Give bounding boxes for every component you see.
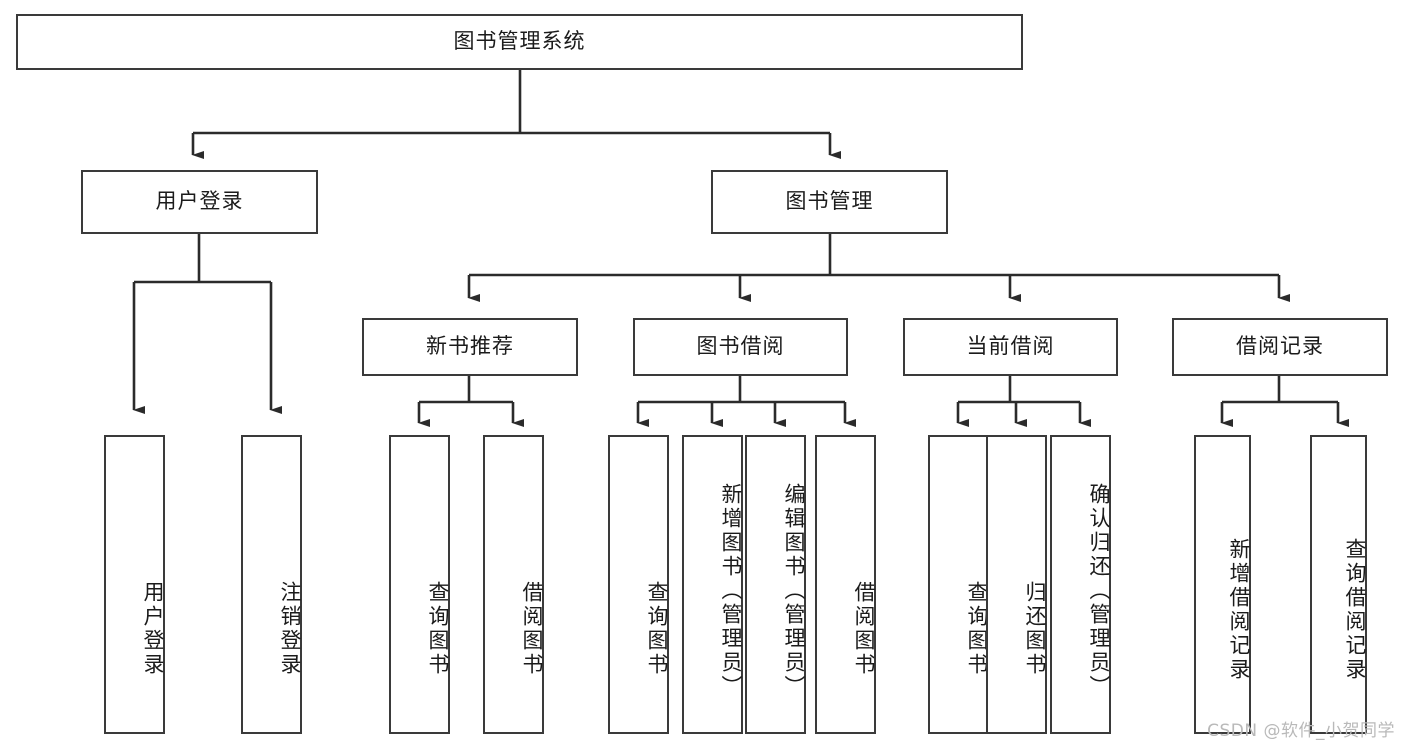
node-label: 用户登录 xyxy=(141,580,165,677)
node-label: 当前借阅 xyxy=(966,334,1055,359)
leaf-record-add-borrow-record[interactable]: 新增借阅记录 xyxy=(1194,435,1251,734)
node-label: 图书管理 xyxy=(785,189,874,214)
node-label: 查询图书 xyxy=(426,580,450,677)
node-current-borrow[interactable]: 当前借阅 xyxy=(903,318,1118,376)
leaf-borrow-edit-book-admin[interactable]: 编辑图书（管理员） xyxy=(745,435,806,734)
node-label: 借阅记录 xyxy=(1236,334,1324,359)
node-label: 注销登录 xyxy=(278,580,302,677)
node-label: 用户登录 xyxy=(155,189,244,214)
leaf-borrow-add-book-admin[interactable]: 新增图书（管理员） xyxy=(682,435,743,734)
node-book-management[interactable]: 图书管理 xyxy=(711,170,948,234)
node-label: 借阅图书 xyxy=(852,580,876,677)
node-label: 确认归还（管理员） xyxy=(1087,482,1111,699)
leaf-borrow-borrow-book[interactable]: 借阅图书 xyxy=(815,435,876,734)
leaf-recommend-borrow-book[interactable]: 借阅图书 xyxy=(483,435,544,734)
node-label: 查询图书 xyxy=(965,580,989,677)
node-book-borrow[interactable]: 图书借阅 xyxy=(633,318,848,376)
node-root-book-management-system[interactable]: 图书管理系统 xyxy=(16,14,1023,70)
node-borrow-record[interactable]: 借阅记录 xyxy=(1172,318,1388,376)
node-label: 借阅图书 xyxy=(520,580,544,677)
node-label: 查询图书 xyxy=(645,580,669,677)
node-label: 归还图书 xyxy=(1023,580,1047,677)
leaf-user-login-login[interactable]: 用户登录 xyxy=(104,435,165,734)
leaf-borrow-query-book[interactable]: 查询图书 xyxy=(608,435,669,734)
leaf-current-confirm-return-admin[interactable]: 确认归还（管理员） xyxy=(1050,435,1111,734)
node-label: 新书推荐 xyxy=(426,334,514,359)
leaf-current-query-book[interactable]: 查询图书 xyxy=(928,435,989,734)
node-label: 编辑图书（管理员） xyxy=(782,482,806,699)
leaf-record-query-borrow-record[interactable]: 查询借阅记录 xyxy=(1310,435,1367,734)
csdn-watermark: CSDN @软件_小贺同学 xyxy=(1207,721,1395,741)
leaf-user-login-logout[interactable]: 注销登录 xyxy=(241,435,302,734)
node-new-book-recommend[interactable]: 新书推荐 xyxy=(362,318,578,376)
node-label: 查询借阅记录 xyxy=(1343,537,1367,682)
node-label: 新增图书（管理员） xyxy=(719,482,743,699)
node-label: 新增借阅记录 xyxy=(1227,537,1251,682)
leaf-current-return-book[interactable]: 归还图书 xyxy=(986,435,1047,734)
node-user-login[interactable]: 用户登录 xyxy=(81,170,318,234)
node-label: 图书借阅 xyxy=(696,334,785,359)
node-label: 图书管理系统 xyxy=(453,29,586,54)
leaf-recommend-query-book[interactable]: 查询图书 xyxy=(389,435,450,734)
